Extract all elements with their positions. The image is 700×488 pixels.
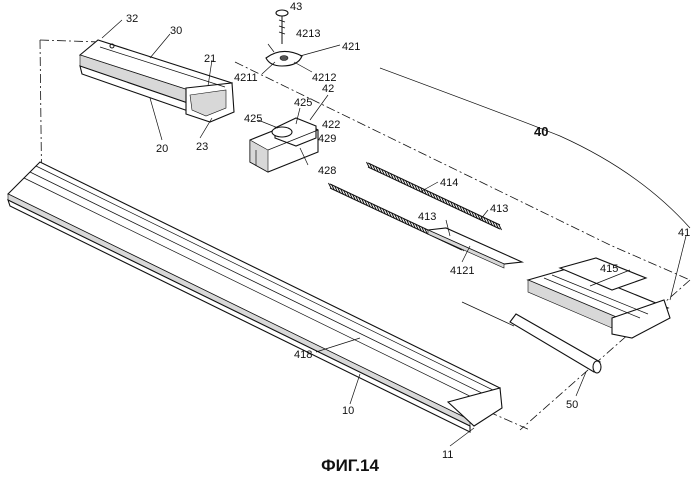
screw-part-43	[276, 10, 288, 44]
label-40: 40	[534, 124, 548, 139]
label-32: 32	[126, 13, 138, 25]
label-414: 414	[440, 177, 458, 189]
label-20: 20	[156, 143, 168, 155]
label-421: 421	[342, 41, 360, 53]
spring-coils	[329, 162, 502, 251]
label-4213: 4213	[296, 28, 320, 40]
label-41: 41	[678, 227, 690, 239]
rail-part-10	[8, 162, 502, 432]
figure-caption: ФИГ.14	[0, 456, 700, 476]
label-425-left: 425	[244, 113, 262, 125]
label-4121: 4121	[450, 265, 474, 277]
cam-part-421	[266, 44, 302, 66]
label-418: 418	[294, 349, 312, 361]
label-23: 23	[196, 141, 208, 153]
label-425-top: 425	[294, 97, 312, 109]
label-50: 50	[566, 399, 578, 411]
label-4211: 4211	[234, 72, 258, 84]
label-429: 429	[318, 133, 336, 145]
end-carriage-part-41	[528, 258, 670, 338]
label-413-right: 413	[490, 203, 508, 215]
label-10: 10	[342, 405, 354, 417]
label-42: 42	[322, 83, 334, 95]
label-413-left: 413	[418, 211, 436, 223]
label-428: 428	[318, 165, 336, 177]
label-422: 422	[322, 119, 340, 131]
label-21: 21	[204, 53, 216, 65]
label-415: 415	[600, 263, 618, 275]
label-30: 30	[170, 25, 182, 37]
label-43: 43	[290, 1, 302, 13]
slider-part-4121	[428, 228, 522, 268]
